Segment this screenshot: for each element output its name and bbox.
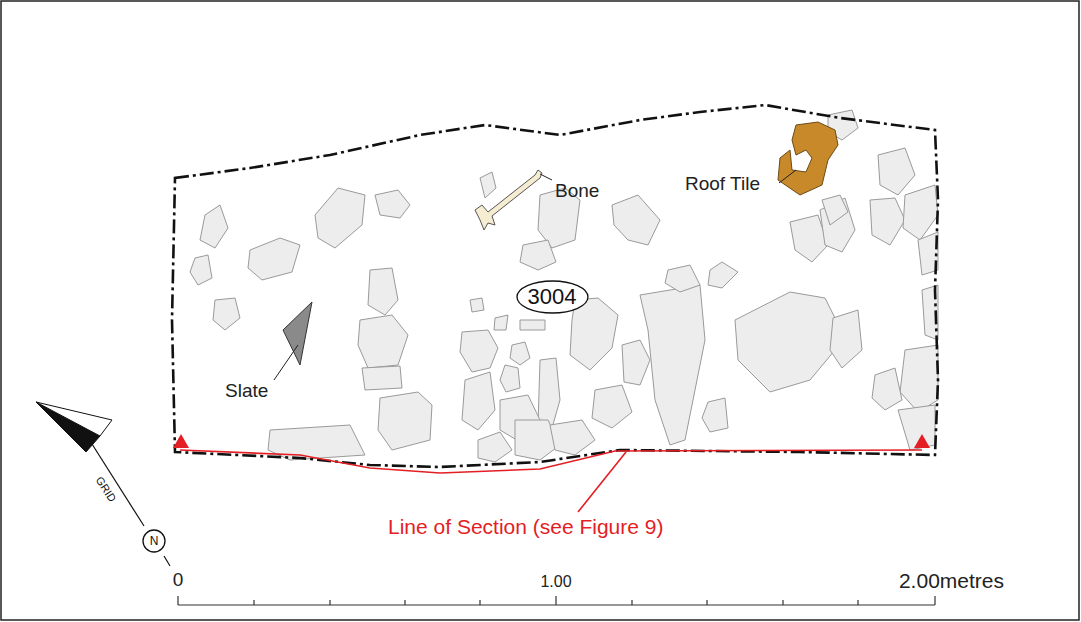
find-label: Slate <box>225 381 268 400</box>
scale-number: 0 <box>173 570 184 589</box>
north-letter: N <box>150 535 159 547</box>
section-label: Line of Section (see Figure 9) <box>388 516 663 537</box>
context-label: 3004 <box>528 286 577 308</box>
scale-number: 2.00metres <box>899 570 1004 591</box>
grid-label: GRID <box>93 473 119 505</box>
find-label: Roof Tile <box>685 174 760 193</box>
north-circle: N <box>142 529 166 553</box>
scale-number: 1.00 <box>540 574 571 590</box>
find-label: Bone <box>555 181 599 200</box>
context-number: 3004 <box>516 280 589 314</box>
